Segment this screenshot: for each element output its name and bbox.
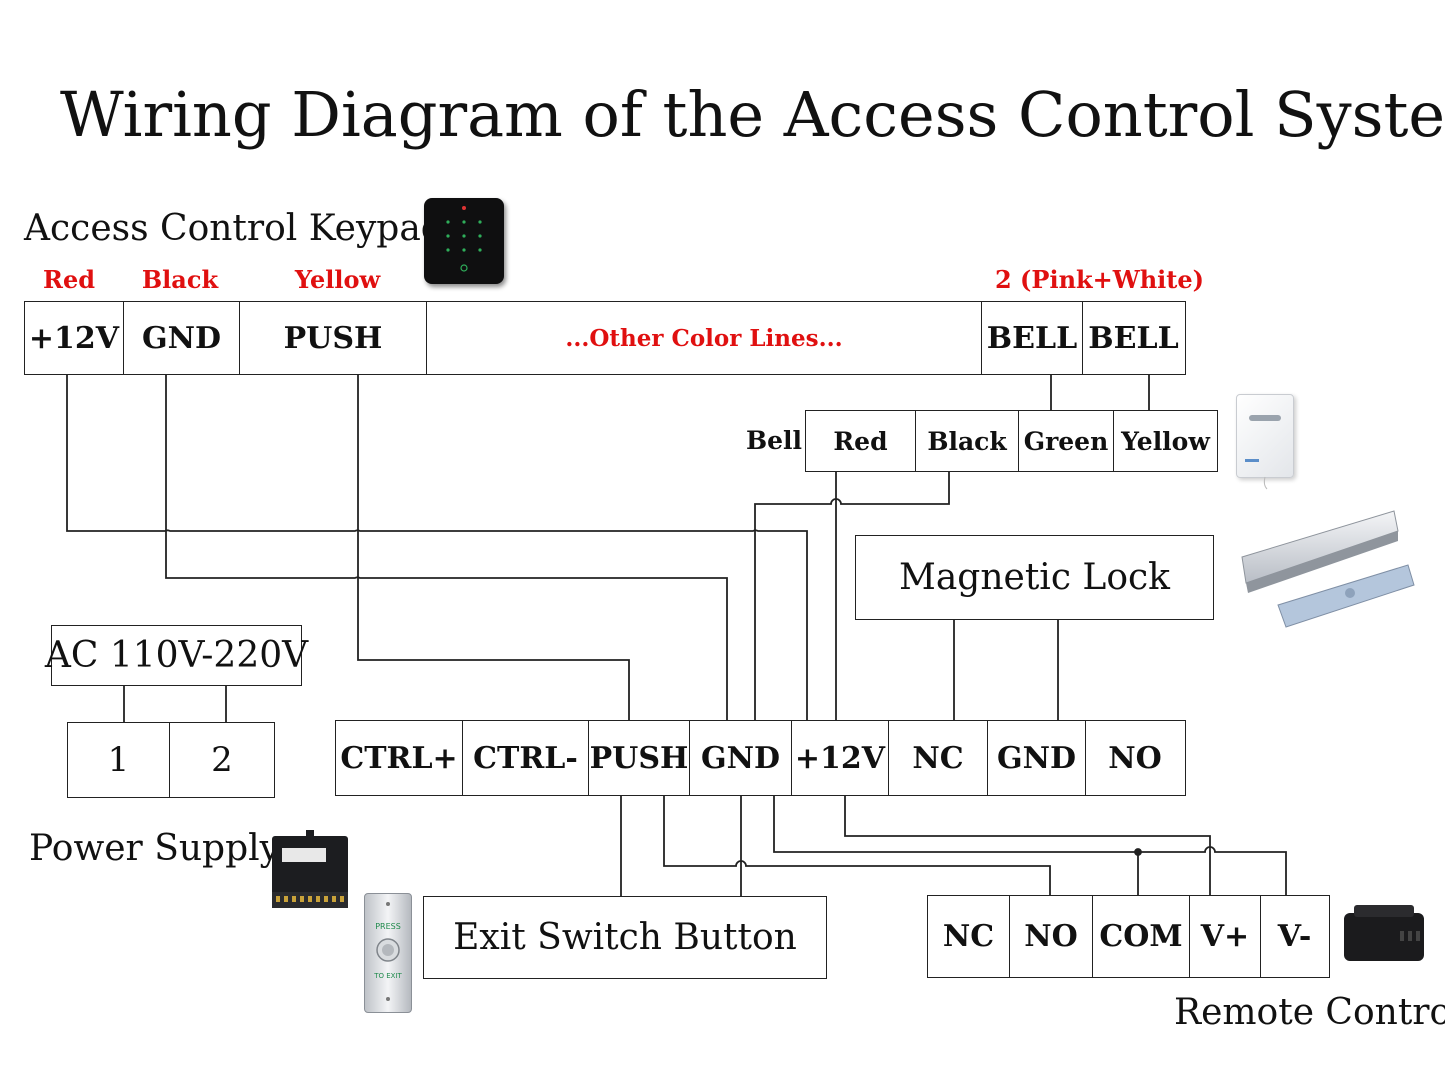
remote-control-image: [1340, 905, 1428, 965]
keypad-terminal-push: PUSH: [240, 302, 427, 374]
ps-terminal-12v: +12V: [792, 721, 889, 795]
ps-terminal-gnd-2: GND: [988, 721, 1086, 795]
keypad-terminal-12v: +12V: [25, 302, 124, 374]
bell-terminal-yellow: Yellow: [1121, 426, 1210, 456]
wire-remote-com: [663, 796, 1051, 895]
magnetic-lock-label: Magnetic Lock: [898, 557, 1170, 598]
wire-color-black: Black: [141, 265, 219, 294]
wire-push: [357, 375, 630, 720]
power-supply-icon: [272, 830, 348, 908]
power-supply-label: Power Supply: [29, 828, 280, 869]
ac-source-label: AC 110V-220V: [44, 635, 309, 676]
keypad-other-lines: ...Other Color Lines...: [427, 302, 982, 374]
keypad-icon: [446, 206, 482, 272]
wire-color-red: Red: [43, 265, 95, 294]
wire-gnd: [165, 375, 728, 720]
ac-source-box: AC 110V-220V: [45, 625, 308, 686]
wire-color-bell-pair: 2 (Pink+White): [995, 265, 1204, 294]
exit-switch-label: Exit Switch Button: [453, 917, 797, 958]
keypad-terminal-strip: +12V GND PUSH ...Other Color Lines... BE…: [24, 301, 1186, 375]
ac-terminal-1: 1: [68, 723, 170, 797]
magnetic-lock-image: [1238, 505, 1418, 640]
bell-terminal-green: Green: [1019, 411, 1114, 471]
ac-terminal-2: 2: [211, 740, 233, 780]
keypad-device-image: [424, 198, 504, 284]
exit-switch-image: PRESS TO EXIT: [364, 893, 412, 1013]
bell-terminal-red: Red: [806, 411, 916, 471]
magnetic-lock-box: Magnetic Lock: [855, 535, 1214, 620]
bell-device-image: [1236, 394, 1294, 490]
ps-terminal-no: NO: [1108, 740, 1162, 776]
power-supply-terminal-strip: CTRL+ CTRL- PUSH GND +12V NC GND NO: [335, 720, 1186, 796]
power-supply-image: [270, 830, 350, 914]
wire-remote-vplus: [844, 796, 1211, 895]
remote-terminal-no: NO: [1010, 896, 1093, 977]
exit-switch-box: Exit Switch Button: [423, 896, 827, 979]
ps-terminal-gnd: GND: [690, 721, 792, 795]
magnetic-lock-icon: [1241, 510, 1415, 628]
ps-terminal-nc: NC: [889, 721, 988, 795]
remote-receiver-icon: [1344, 905, 1424, 961]
wire-bell-black: [754, 472, 950, 720]
remote-terminal-com: COM: [1093, 896, 1190, 977]
ac-terminal-strip: 1 2: [67, 722, 275, 798]
wire-12v: [66, 375, 808, 720]
remote-terminal-v-minus: V-: [1277, 919, 1312, 954]
diagram-title: Wiring Diagram of the Access Control Sys…: [60, 78, 1445, 151]
wire-color-yellow: Yellow: [294, 265, 381, 294]
remote-terminal-strip: NC NO COM V+ V-: [927, 895, 1330, 978]
keypad-label: Access Control Keypad: [24, 208, 444, 249]
exit-switch-face-exit: TO EXIT: [374, 972, 402, 980]
keypad-terminal-bell-1: BELL: [982, 302, 1083, 374]
remote-terminal-v-plus: V+: [1190, 896, 1261, 977]
exit-switch-face-press: PRESS: [375, 922, 401, 931]
keypad-terminal-bell-2: BELL: [1088, 320, 1179, 356]
exit-button-icon: [376, 902, 400, 1001]
ps-terminal-ctrl-minus: CTRL-: [463, 721, 589, 795]
doorbell-icon: [1245, 415, 1281, 490]
bell-label: Bell: [746, 426, 803, 455]
bell-terminal-black: Black: [916, 411, 1019, 471]
remote-control-label: Remote Control: [1174, 992, 1445, 1033]
remote-terminal-nc: NC: [928, 896, 1010, 977]
keypad-terminal-gnd: GND: [124, 302, 240, 374]
ps-terminal-ctrl-plus: CTRL+: [336, 721, 463, 795]
bell-terminal-strip: Red Black Green Yellow: [805, 410, 1218, 472]
ps-terminal-push: PUSH: [589, 721, 690, 795]
